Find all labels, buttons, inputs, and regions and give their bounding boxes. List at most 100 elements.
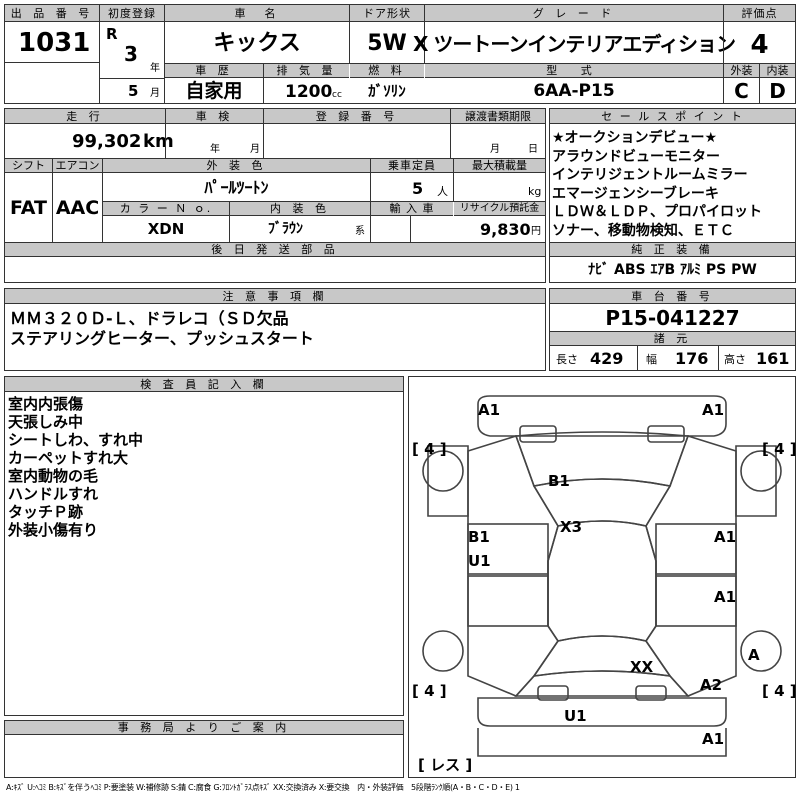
mileage-unit: km xyxy=(143,131,174,152)
width: 176 xyxy=(675,349,709,368)
color-code: XDN xyxy=(147,219,185,238)
history: 自家用 xyxy=(185,79,243,102)
transfer-month-unit: 月 xyxy=(490,144,500,155)
damage-mark: A1 xyxy=(714,588,736,606)
damage-mark: U1 xyxy=(564,707,587,725)
aircon: AAC xyxy=(55,196,100,219)
office-box xyxy=(4,720,404,778)
seats-header: 乗車定員 xyxy=(371,159,453,173)
disp-unit: cc xyxy=(332,90,342,100)
door-type: 5W xyxy=(367,31,407,56)
damage-mark: A1 xyxy=(714,528,736,546)
front-bumper xyxy=(477,395,727,437)
inspector-line: シートしわ、すれ中 xyxy=(8,431,144,449)
rear-lower xyxy=(477,728,727,757)
notes-lines: ＭＭ３２０Ｄ-Ｌ、ドラレコ（ＳＤ欠品 ステアリングヒーター、プッシュスタート xyxy=(10,309,314,349)
grade-header: グ レ ー ド xyxy=(425,5,723,22)
mileage: 99,302 xyxy=(72,131,142,152)
transfer-header: 譲渡書類期限 xyxy=(451,109,545,124)
inspector-header: 検 査 員 記 入 欄 xyxy=(5,377,403,392)
equipment: ﾅﾋﾞ ABS ｴｱB ｱﾙﾐ PS PW xyxy=(588,262,757,278)
taillight-left xyxy=(537,685,569,701)
top-header-box xyxy=(4,4,796,104)
inspection-header: 車 検 xyxy=(166,109,263,124)
color-header: 外 装 色 xyxy=(103,159,370,173)
name-header: 車 名 xyxy=(165,5,349,22)
sales-line: ★オークションデビュー★ xyxy=(552,130,718,146)
seats: 5 xyxy=(412,179,424,198)
mileage-header: 走 行 xyxy=(5,109,165,124)
inspector-line: 外装小傷有り xyxy=(8,521,99,539)
body-outline-r xyxy=(645,435,737,697)
rear-bumper xyxy=(477,697,727,727)
door-rl xyxy=(467,575,549,627)
length: 429 xyxy=(590,349,624,368)
body-color: ﾊﾟｰﾙﾂｰﾄﾝ xyxy=(204,178,269,197)
legend: A:ｷｽﾞ U:ﾍｺﾐ B:ｷｽﾞを伴うﾍｺﾐ P:要塗装 W:補修跡 S:錆 … xyxy=(6,783,520,792)
later-parts-header: 後 日 発 送 部 品 xyxy=(5,243,545,257)
ext-header: 外装 xyxy=(724,64,759,78)
taillight-right xyxy=(635,685,667,701)
sales-line: インテリジェントルームミラー xyxy=(552,167,748,183)
month-unit: 月 xyxy=(150,88,160,99)
lot-header: 出 品 番 号 xyxy=(5,5,99,22)
load-header: 最大積載量 xyxy=(454,159,545,173)
chassis-header: 車 台 番 号 xyxy=(550,289,795,304)
damage-mark: U1 xyxy=(468,552,491,570)
roof xyxy=(547,520,657,642)
fuel: ｶﾞｿﾘﾝ xyxy=(368,81,406,100)
damage-mark: A xyxy=(748,646,760,664)
sales-header: セ ー ル ス ポ イ ン ト xyxy=(550,109,795,124)
inspector-line: 室内動物の毛 xyxy=(8,467,99,485)
sales-line: エマージェンシーブレーキ xyxy=(552,185,719,202)
ac-header: エアコン xyxy=(53,159,102,173)
note-line: ＭＭ３２０Ｄ-Ｌ、ドラレコ（ＳＤ欠品 xyxy=(10,309,289,328)
notes-box xyxy=(4,288,546,371)
inspector-line: カーペットすれ大 xyxy=(8,449,129,467)
note-line: ステアリングヒーター、プッシュスタート xyxy=(10,329,314,348)
ext-grade: C xyxy=(734,79,749,103)
insp-month-unit: 月 xyxy=(250,144,260,155)
hood xyxy=(514,431,690,487)
width-label: 幅 xyxy=(646,353,657,366)
office-header: 事 務 局 よ り ご 案 内 xyxy=(5,721,403,735)
damage-mark: XX xyxy=(630,658,654,676)
plate-header: 登 録 番 号 xyxy=(264,109,450,124)
damage-mark: A1 xyxy=(702,730,724,748)
wheel-fl xyxy=(422,450,464,492)
tire-bracket-rr: [ 4 ] xyxy=(762,682,796,700)
door-header: ドア形状 xyxy=(350,5,424,22)
colorno-header: カ ラ ー Ｎ ｏ. xyxy=(103,202,229,216)
wheel-rr xyxy=(740,630,782,672)
shift: FAT xyxy=(10,196,47,219)
car-diagram: [ 4 ] [ 4 ] [ 4 ] [ 4 ] [ レス ] A1 A1 B1 … xyxy=(412,395,796,774)
insp-year-unit: 年 xyxy=(210,144,220,155)
sales-lines: ★オークションデビュー★ アラウンドビューモニター インテリジェントルームミラー… xyxy=(552,129,762,240)
equipment-header: 純 正 装 備 xyxy=(550,243,795,257)
door-fl xyxy=(467,523,549,575)
intcolor-header: 内 装 色 xyxy=(230,202,370,216)
reg-year: 3 xyxy=(124,42,138,66)
recycle-fee: 9,830 xyxy=(480,220,531,239)
headlight-right xyxy=(647,425,685,443)
lot-number: 1031 xyxy=(18,28,91,58)
wheel-fr xyxy=(740,450,782,492)
model-header: 型 式 xyxy=(425,64,723,78)
score: 4 xyxy=(750,30,769,60)
wheel-rl xyxy=(422,630,464,672)
info-box xyxy=(4,108,546,283)
int-grade: D xyxy=(769,79,786,103)
sales-line: ソナー、移動物検知、ＥＴＣ xyxy=(552,222,734,239)
inspector-line: ハンドルすれ xyxy=(8,485,99,503)
damage-mark: A1 xyxy=(478,401,500,419)
spare-tire: [ レス ] xyxy=(418,756,472,774)
int-header: 内装 xyxy=(760,64,795,78)
damage-mark: B1 xyxy=(468,528,490,546)
import-header: 輸 入 車 xyxy=(371,202,453,216)
tire-bracket-rl: [ 4 ] xyxy=(412,682,447,700)
chassis-box xyxy=(549,288,796,371)
fuel-header: 燃 料 xyxy=(350,64,424,78)
inspector-line: 室内内張傷 xyxy=(8,395,84,413)
disp-header: 排 気 量 xyxy=(264,64,349,78)
rear-hatch xyxy=(514,670,690,697)
